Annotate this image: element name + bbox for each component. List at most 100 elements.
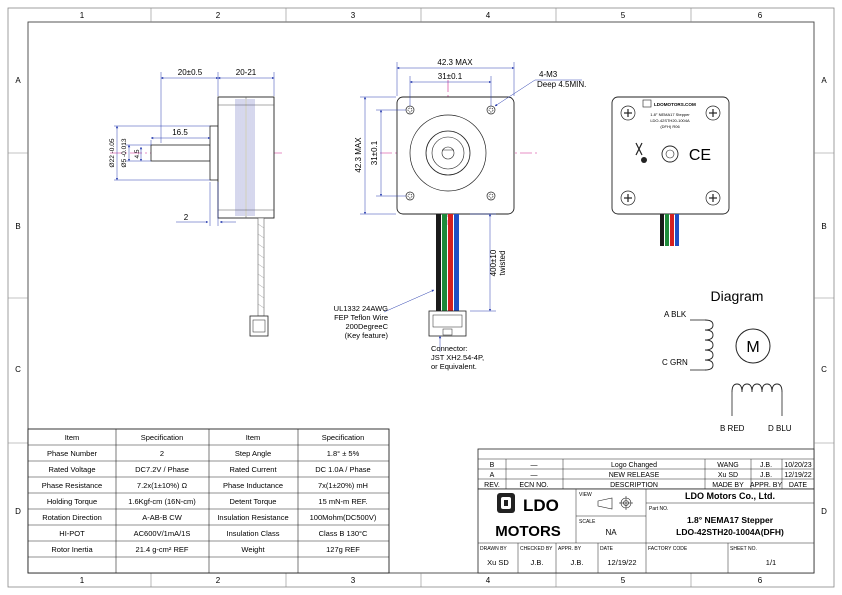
connector-note-line: Connector: bbox=[431, 344, 468, 353]
rev-cell: 10/20/23 bbox=[784, 462, 811, 469]
dim-dia-shaft: Ø5 -0.013 bbox=[121, 138, 128, 167]
label-b-red: B RED bbox=[720, 424, 745, 433]
rev-cell: Logo Changed bbox=[611, 462, 657, 469]
dim-shaft: 16.5 bbox=[172, 128, 188, 137]
table-cell: Rated Current bbox=[229, 465, 277, 474]
wire-length: 400±10 bbox=[489, 249, 498, 276]
table-cell: Weight bbox=[241, 545, 265, 554]
screw-depth: Deep 4.5MIN. bbox=[537, 80, 586, 89]
wire-note-line: UL1332 24AWG bbox=[334, 304, 389, 313]
sheet-no: 1/1 bbox=[766, 558, 776, 567]
dim-20-21: 20-21 bbox=[236, 68, 257, 77]
dim-20: 20±0.5 bbox=[178, 68, 203, 77]
wire-twisted: twisted bbox=[498, 251, 507, 276]
back-view: LDOMOTORS.COM 1.8° NEMA17 Stepper LDO-42… bbox=[611, 96, 730, 246]
col-label: 6 bbox=[758, 11, 763, 20]
rotor-mark-icon bbox=[661, 145, 679, 163]
view-label: VIEW bbox=[579, 492, 592, 498]
table-cell: AC600V/1mA/1S bbox=[134, 529, 191, 538]
table-cell: Phase Number bbox=[47, 449, 98, 458]
table-cell: Holding Torque bbox=[47, 497, 97, 506]
col-label: 5 bbox=[621, 11, 626, 20]
scale-value: NA bbox=[605, 528, 617, 537]
table-cell: Rated Voltage bbox=[48, 465, 95, 474]
row-label: B bbox=[821, 222, 826, 231]
wire-blue bbox=[454, 214, 459, 311]
rev-cell: — bbox=[531, 472, 538, 479]
table-header: Item bbox=[246, 433, 261, 442]
sheet-no-label: SHEET NO. bbox=[730, 546, 757, 552]
appr-by: J.B. bbox=[571, 558, 584, 567]
rev-cell: A bbox=[490, 472, 495, 479]
connector-note-line: JST XH2.54-4P, bbox=[431, 353, 484, 362]
back-logo-text: LDOMOTORS.COM bbox=[654, 102, 696, 107]
label-a-blk: A BLK bbox=[664, 310, 687, 319]
dim-flat: 4.5 bbox=[134, 149, 141, 158]
drawn-by: Xu SD bbox=[487, 558, 509, 567]
table-cell: Phase Inductance bbox=[223, 481, 283, 490]
part-line-2: LDO-42STH20-1004A(DFH) bbox=[676, 527, 784, 537]
wire-green bbox=[442, 214, 447, 311]
table-cell: 7x(1±20%) mH bbox=[318, 481, 368, 490]
rev-header: APPR. BY bbox=[750, 482, 783, 489]
diagram-title: Diagram bbox=[711, 288, 764, 304]
table-cell: DC 1.0A / Phase bbox=[315, 465, 370, 474]
table-cell: A-AB-B CW bbox=[142, 513, 183, 522]
table-cell: Rotation Direction bbox=[42, 513, 102, 522]
label-line: LDO-42STH20-1004A bbox=[650, 118, 690, 123]
col-label: 1 bbox=[80, 11, 85, 20]
rev-header: REV. bbox=[484, 482, 500, 489]
front-view: 42.3 MAX 31±0.1 42.3 MAX 31±0.1 4-M3 Dee… bbox=[334, 58, 587, 371]
rev-header: DESCRIPTION bbox=[610, 482, 658, 489]
rev-header: ECN NO. bbox=[519, 482, 548, 489]
table-cell: 1.8° ± 5% bbox=[327, 449, 360, 458]
col-label: 1 bbox=[80, 576, 85, 585]
table-cell: 2 bbox=[160, 449, 164, 458]
table-cell: Insulation Resistance bbox=[217, 513, 288, 522]
row-label: A bbox=[15, 76, 21, 85]
table-cell: Class B 130°C bbox=[319, 529, 368, 538]
table-cell: Step Angle bbox=[235, 449, 271, 458]
scale-label: SCALE bbox=[579, 519, 596, 525]
rev-cell: Xu SD bbox=[718, 472, 738, 479]
part-no-label: Part NO. bbox=[649, 506, 668, 512]
title-block: LDO MOTORS VIEW SCALE NA LDO Motors Co.,… bbox=[477, 488, 815, 574]
checked-by: J.B. bbox=[531, 558, 544, 567]
dim-holes-v: 31±0.1 bbox=[370, 140, 379, 165]
wire-note-line: 200DegreeC bbox=[345, 322, 388, 331]
col-label: 4 bbox=[486, 576, 491, 585]
col-label: 2 bbox=[216, 576, 221, 585]
table-cell: Rotor Inertia bbox=[51, 545, 93, 554]
wire-note-line: (Key feature) bbox=[345, 331, 389, 340]
side-view: 20±0.5 20-21 16.5 2 Ø22 -0.05 Ø5 -0.013 … bbox=[109, 68, 285, 337]
spec-table: Item Specification Item Specification Ph… bbox=[27, 428, 390, 574]
rev-cell: 12/19/22 bbox=[784, 472, 811, 479]
col-label: 3 bbox=[351, 576, 356, 585]
table-cell: 7.2x(1±10%) Ω bbox=[137, 481, 188, 490]
table-header: Specification bbox=[322, 433, 365, 442]
appr-by-label: APPR. BY bbox=[558, 546, 582, 552]
row-label: C bbox=[15, 365, 21, 374]
motor-letter: M bbox=[746, 339, 759, 356]
motor-symbol bbox=[735, 328, 771, 364]
col-label: 5 bbox=[621, 576, 626, 585]
rev-cell: NEW RELEASE bbox=[609, 472, 660, 479]
screw-label: 4-M3 bbox=[539, 70, 558, 79]
wire-black bbox=[436, 214, 441, 311]
rev-cell: WANG bbox=[717, 462, 739, 469]
dim-width: 42.3 MAX bbox=[437, 58, 473, 67]
checked-by-label: CHECKED BY bbox=[520, 546, 553, 552]
company-name: LDO Motors Co., Ltd. bbox=[685, 491, 775, 501]
factory-code-label: FACTORY CODE bbox=[648, 546, 688, 552]
table-cell: Phase Resistance bbox=[42, 481, 102, 490]
drawn-by-label: DRAWN BY bbox=[480, 546, 507, 552]
recycle-icon bbox=[635, 142, 647, 163]
logo-ldo: LDO bbox=[523, 496, 559, 515]
table-cell: 1.6Kgf-cm (16N-cm) bbox=[128, 497, 196, 506]
dim-holes: 31±0.1 bbox=[438, 72, 463, 81]
dim-height: 42.3 MAX bbox=[354, 137, 363, 173]
wiring-diagram: Diagram M A BLK C GRN B RED D BLU bbox=[662, 288, 792, 433]
rev-header: MADE BY bbox=[712, 482, 744, 489]
row-label: D bbox=[15, 507, 21, 516]
connector-note-line: or Equivalent. bbox=[431, 362, 477, 371]
